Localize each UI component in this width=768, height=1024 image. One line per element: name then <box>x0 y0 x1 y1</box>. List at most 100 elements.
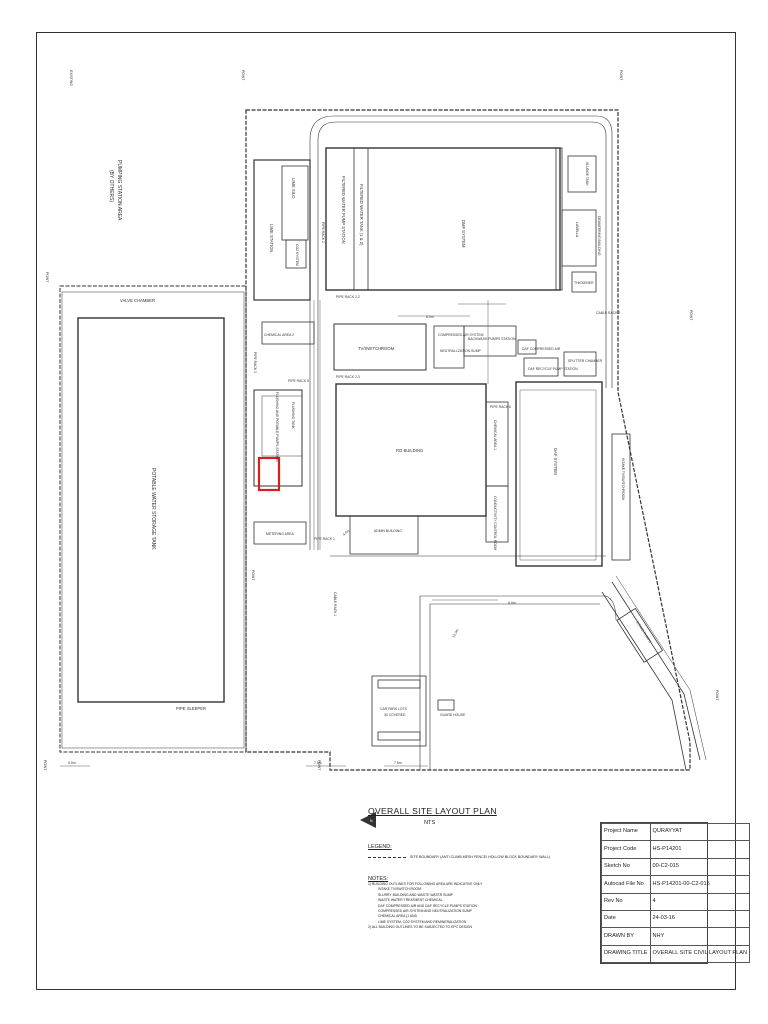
label-backwash: BACKWASH PUMPS STATION <box>468 337 516 341</box>
drawing-line <box>420 595 617 621</box>
title-value: NHY <box>649 927 751 946</box>
drawing-line <box>463 325 517 357</box>
title-value: QURAYYAT <box>649 822 751 842</box>
label-intake-switchroom: INTAKE TV/SWITCHROOM <box>621 458 625 500</box>
label-filtered-tank: FILTERED WATER TANK (1 & 2) <box>359 184 364 246</box>
label-ro-building: RO BUILDING <box>396 448 423 453</box>
daf-system <box>515 381 603 567</box>
site-boundary <box>245 109 691 771</box>
label-cable-rack-2: CABLE RACK 2 <box>596 311 620 315</box>
label-pipe-rack-2: PIPE RACK 2 <box>321 222 325 243</box>
drawing-line <box>360 812 376 828</box>
dmf-system <box>325 147 561 291</box>
title-key: Sketch No <box>601 857 651 877</box>
note-line: 1) BUILDING OUTLINES FOR FOLLOWING AREA … <box>368 882 483 886</box>
title-key: Date <box>601 909 651 929</box>
title-value: HS-P14201 <box>649 840 751 859</box>
legend-heading: LEGEND: <box>368 844 392 850</box>
notes-heading: NOTES: <box>368 876 389 882</box>
label-car-park-covered: 30 COVERED <box>384 713 406 717</box>
label-daf-compressed: DAF COMPRESSED AIR <box>522 347 561 351</box>
car-park <box>371 675 427 747</box>
drawing-line <box>313 300 321 550</box>
note-line: SLURRY BUILDING AND WASTE WATER SUMP <box>378 892 453 897</box>
label-lime-station: LIME STATION <box>269 224 274 252</box>
label-flushing-tank: FLUSHING TANK <box>291 402 295 430</box>
title-key: DRAWN BY <box>601 927 651 946</box>
label-pipe-rack-5: PIPE RACK 5 <box>288 379 309 383</box>
drawing-line <box>517 339 537 355</box>
label-lime-silo: LIME SILO <box>291 178 296 199</box>
label-pumping-station-note: (BY OTHERS) <box>108 170 114 202</box>
plan-scale: NTS <box>424 820 436 826</box>
label-pipe-rack-6: PIPE RACK 6 <box>490 405 511 409</box>
drawing-line <box>567 155 597 193</box>
note-line: WASTE WATER TREATMENT CHEMICAL <box>378 898 443 903</box>
dim-4m: 4.0m <box>342 529 350 537</box>
drawing-line <box>333 323 427 371</box>
label-sludge-tank: SLUDGE TANK <box>585 162 589 186</box>
title-key: DRAWING TITLE <box>601 944 651 964</box>
label-compressed-air: COMPRESSED AIR SYSTEM <box>438 333 484 337</box>
label-flushing-pump: FLUSHING AND POTABLE PUMPS STATION <box>275 392 279 462</box>
label-pipe-sleeper: PIPE SLEEPER <box>176 706 206 711</box>
note-line: DAF COMPRESSED AIR AND DAF RECYCLE PUMPS… <box>378 903 477 908</box>
dim-75m: 7.5m <box>314 761 322 765</box>
drawing-line: POINT <box>43 760 47 770</box>
drawing-line: POINT <box>689 310 693 320</box>
drawing-labels: PUMPING STATION AREA (BY OTHERS) VALVE C… <box>68 160 653 823</box>
title-value: HS-P14201-00-C2-015 <box>649 875 751 894</box>
note-line: COMPRESSED AIR SYSTEM AND NEUTRALIZATION… <box>378 909 472 914</box>
drawing-line: POINT <box>619 70 623 80</box>
label-lamella: LAMELLA <box>575 222 579 238</box>
drawing-line <box>60 303 506 767</box>
label-filtered-pump: FILTERED WATER PUMP STATION <box>341 176 346 244</box>
dim-6m: 6.0m <box>426 315 434 319</box>
legend-line-symbol <box>368 856 406 858</box>
label-potable-tank: POTABLE WATER STORAGE TANK <box>150 468 156 550</box>
label-daf-recycle: DAF RECYCLE PUMP STATION <box>528 367 578 371</box>
label-splitter: SPLITTER CHAMBER <box>568 359 603 363</box>
potable-area-boundary <box>59 285 247 753</box>
drawing-line <box>377 679 421 689</box>
drawing-line <box>285 239 307 269</box>
dim-75m-b: 7.5m <box>394 761 402 765</box>
drawing-line: EXISTING <box>69 70 73 86</box>
drawing-line <box>485 485 509 543</box>
plan-title-block: OVERALL SITE LAYOUT PLAN NTS <box>368 806 497 826</box>
north-arrow-letter: N <box>370 819 373 823</box>
label-thickener: THICKENER <box>574 281 594 285</box>
highlighted-flushing-pump <box>257 456 281 492</box>
drawing-line <box>611 433 631 561</box>
drawing-line <box>61 291 245 749</box>
note-line: 2) ALL BUILDING OUTLINES TO BE SUBJECTED… <box>368 925 473 930</box>
label-neutralization: NEUTRALI-ZATION SUMP <box>440 349 482 353</box>
dim-12m: 12.0m <box>451 628 459 638</box>
label-guard-house: GUARD HOUSE <box>440 713 466 717</box>
note-line: CHEMICAL AREA (1 AND <box>378 914 418 919</box>
drawing-sheet-border <box>36 32 736 990</box>
dim-6m-b: 6.0m <box>508 601 516 605</box>
title-value: OVERALL SITE CIVIL LAYOUT PLAN <box>649 944 751 964</box>
label-pipe-rack-1: PIPE RACK 1 <box>314 537 335 541</box>
label-chemical-area-2: CHEMICAL AREA 2 <box>264 333 294 337</box>
drawing-line <box>519 389 597 561</box>
drawing-line <box>253 521 307 545</box>
label-pipe-rack-22: PIPE RACK 2-2 <box>336 295 360 299</box>
drawing-line: POINT <box>241 70 245 80</box>
legend: LEGEND: SITE BOUNDARY (ANTI CLIMB MESH F… <box>368 844 578 859</box>
drawing-line <box>437 699 455 711</box>
label-dmf-system: DMF SYSTEM <box>461 220 466 248</box>
drawing-line <box>309 115 613 388</box>
drawing-line: POINT <box>45 272 49 282</box>
legend-item-text: SITE BOUNDARY (ANTI CLIMB MESH FENCE/ HO… <box>410 855 550 859</box>
label-chemical-area-1: CHEMICAL AREA 1 <box>493 420 497 450</box>
